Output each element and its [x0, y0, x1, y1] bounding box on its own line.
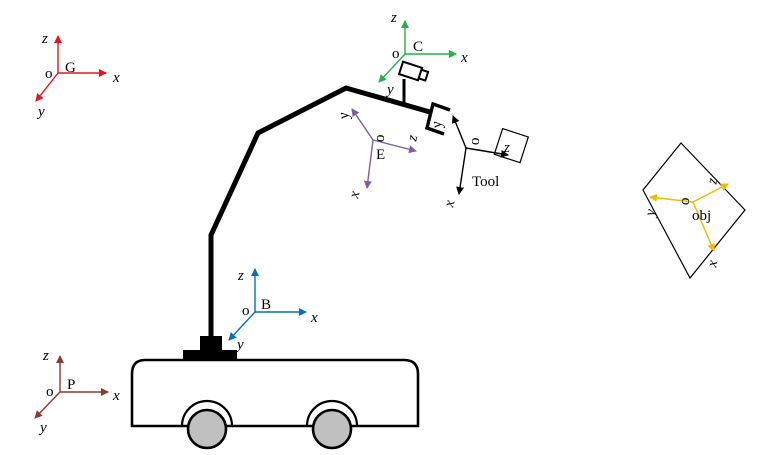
frame-obj-y-axis	[649, 193, 694, 203]
frame-obj-name-label: obj	[692, 208, 711, 224]
frame-obj-z-label: z	[704, 177, 721, 187]
frame-b-y-axis	[228, 311, 256, 341]
frame-e-z-axis	[372, 139, 417, 154]
frame-c-name-label: C	[413, 39, 423, 55]
frame-tool-name-label: Tool	[472, 174, 499, 190]
frame-p-y-label: y	[38, 420, 47, 436]
frame-e: y z x o E	[336, 108, 421, 201]
frame-g-name-label: G	[65, 60, 76, 76]
frame-p-z-label: z	[42, 348, 49, 364]
frame-p-y-axis	[34, 391, 61, 419]
frame-e-x-axis	[363, 139, 374, 189]
arm-links	[208, 85, 431, 337]
frame-p: z x y o P	[34, 348, 120, 436]
frame-e-y-axis	[351, 108, 374, 141]
frame-g-z-label: z	[41, 31, 48, 47]
frame-obj-z-axis	[692, 183, 729, 203]
frame-c-z-label: z	[390, 10, 397, 26]
frame-c-x-label: x	[460, 50, 468, 66]
frame-tool-y-label: y	[429, 120, 446, 132]
frame-g-y-axis	[35, 72, 59, 102]
frame-tool-z-label: z	[503, 140, 510, 156]
robot-arm	[183, 60, 451, 360]
frame-tool-z-axis	[465, 147, 509, 158]
frame-obj-x-label: x	[704, 259, 721, 270]
frame-c-y-label: y	[385, 82, 394, 98]
frame-e-z-label: z	[404, 133, 421, 143]
camera-icon	[397, 60, 430, 82]
frame-tool-origin-label: o	[467, 137, 484, 146]
frame-p-x-label: x	[112, 388, 120, 404]
mobile-base	[130, 358, 420, 450]
wheel-right-fender	[305, 399, 359, 427]
frame-e-origin-label: o	[372, 134, 389, 143]
frame-tool-y-axis	[451, 115, 467, 149]
frame-e-y-label: y	[336, 111, 353, 123]
arm-mount-plate	[183, 350, 237, 360]
frame-e-x-label: x	[346, 189, 363, 200]
frame-c: z x y o C	[378, 10, 468, 98]
arm-base-block	[200, 336, 222, 351]
frame-e-name-label: E	[376, 147, 385, 163]
frame-obj-origin-label: o	[677, 197, 694, 206]
frame-b-y-label: y	[235, 337, 244, 353]
tool-z-box	[493, 127, 530, 164]
frame-p-origin-label: o	[46, 384, 54, 400]
wheel-right	[311, 408, 353, 450]
frame-tool: y z x o Tool	[429, 115, 530, 210]
frame-b-name-label: B	[261, 297, 271, 313]
frame-obj: z y x o obj	[642, 142, 746, 280]
frame-tool-x-axis	[456, 147, 467, 195]
wheel-left	[186, 408, 228, 450]
frame-b-z-label: z	[237, 268, 244, 284]
frame-c-y-axis	[378, 53, 406, 83]
frame-g-y-label: y	[36, 104, 45, 120]
gripper	[424, 101, 451, 136]
frame-b: z x y o B	[228, 268, 318, 353]
frame-c-origin-label: o	[392, 46, 400, 62]
frame-g-x-label: x	[112, 70, 120, 86]
frame-p-name-label: P	[67, 377, 75, 393]
frame-obj-x-axis	[692, 201, 715, 252]
frame-b-x-label: x	[310, 310, 318, 326]
frame-g: z x y o G	[35, 31, 120, 120]
wheel-left-fender	[180, 399, 234, 427]
mobile-base-body	[130, 358, 420, 428]
frame-g-origin-label: o	[45, 66, 53, 82]
frame-obj-y-label: y	[642, 208, 659, 220]
frame-tool-x-label: x	[441, 198, 458, 209]
frame-b-origin-label: o	[242, 303, 250, 319]
